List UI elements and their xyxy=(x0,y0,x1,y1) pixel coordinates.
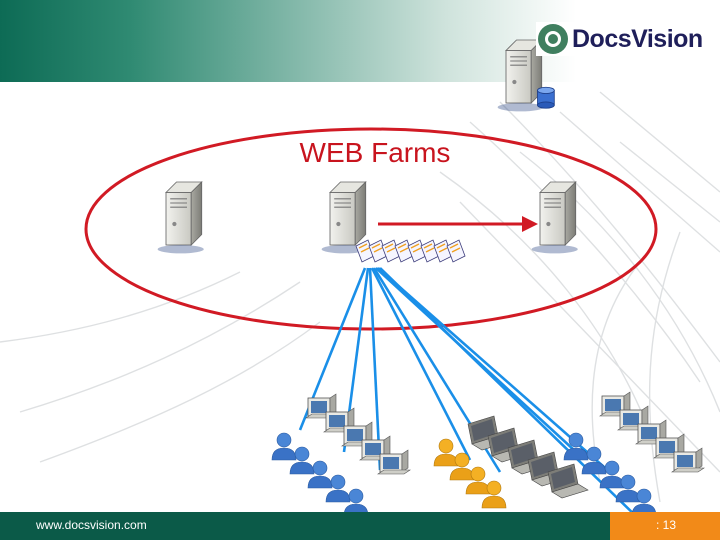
slide-title: WEB Farms xyxy=(299,137,451,168)
web-server-right-icon xyxy=(531,181,579,254)
workstation-group-right-icon xyxy=(563,391,705,517)
docsvision-logo-icon: DocsVision xyxy=(536,22,703,56)
logo-mark xyxy=(538,24,568,54)
footer-url[interactable]: www.docsvision.com xyxy=(36,518,147,532)
background-structure-art xyxy=(0,91,720,503)
web-server-center-icon xyxy=(321,181,369,254)
web-farm-boundary xyxy=(84,127,658,331)
laptop-user-group-icon xyxy=(433,415,589,509)
footer-bar xyxy=(0,512,720,540)
session-stack-icon xyxy=(355,239,466,263)
workstation-group-left-icon xyxy=(271,393,411,517)
replication-arrow xyxy=(378,216,538,232)
client-connection-lines xyxy=(298,267,641,521)
web-server-left-icon xyxy=(157,181,205,254)
database-server-icon xyxy=(497,39,555,112)
page-number-box xyxy=(610,512,720,540)
page-number: : 13 xyxy=(656,518,677,532)
logo-text: DocsVision xyxy=(572,25,703,53)
